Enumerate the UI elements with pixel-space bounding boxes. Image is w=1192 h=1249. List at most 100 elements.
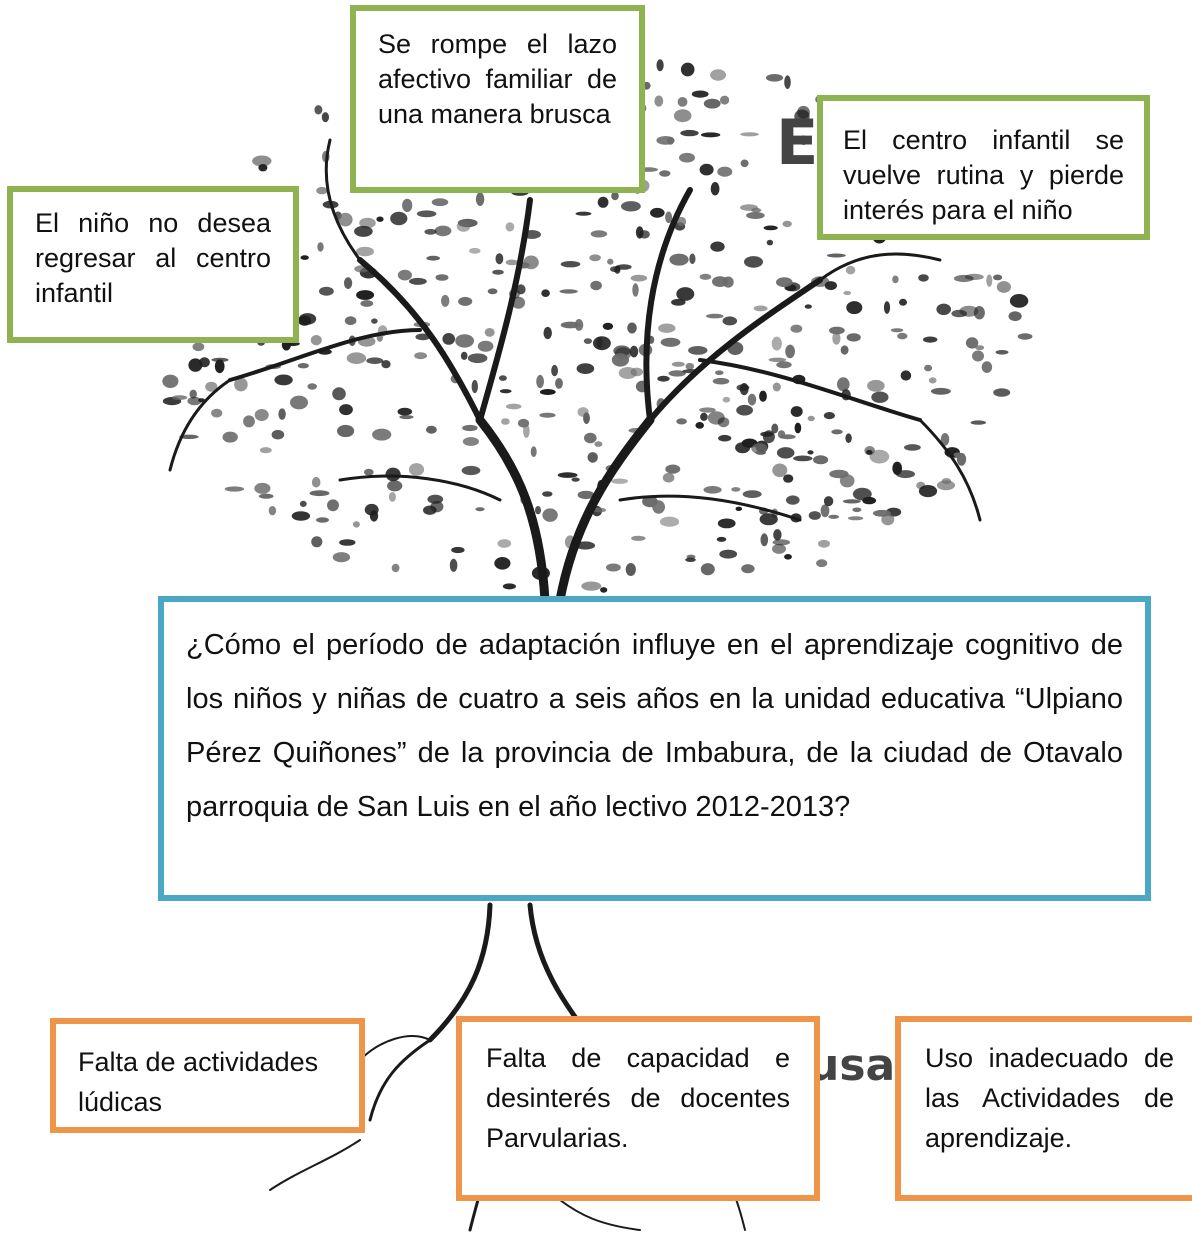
leaf-cluster: [575, 211, 592, 216]
leaf-cluster: [671, 298, 686, 306]
effect-text: El niño no desea regresar al centro infa…: [35, 208, 271, 308]
cause-box-left: Falta de actividades lúdicas: [50, 1018, 365, 1133]
leaf-cluster: [258, 493, 274, 499]
leaf-cluster: [211, 357, 229, 362]
leaf-cluster: [765, 74, 784, 82]
leaf-cluster: [773, 529, 782, 541]
cause-box-right: Uso inadecuado de las Actividades de apr…: [895, 1016, 1192, 1201]
leaf-cluster: [611, 191, 619, 201]
leaf-cluster: [779, 434, 796, 440]
leaf-cluster: [316, 517, 329, 523]
leaf-cluster: [162, 374, 179, 388]
leaf-cluster: [441, 294, 450, 307]
leaf-cluster: [996, 281, 1012, 293]
leaf-cluster: [940, 433, 950, 446]
leaf-cluster: [505, 259, 519, 266]
leaf-cluster: [862, 496, 877, 505]
leaf-cluster: [753, 305, 768, 312]
leaf-cluster: [771, 423, 779, 434]
leaf-cluster: [523, 424, 530, 438]
leaf-cluster: [710, 241, 725, 252]
leaf-cluster: [332, 552, 351, 563]
leaf-cluster: [951, 309, 967, 318]
leaf-cluster: [793, 455, 813, 462]
leaf-cluster: [471, 379, 478, 394]
leaf-cluster: [659, 516, 680, 527]
central-problem-box: ¿Cómo el período de adaptación influye e…: [158, 596, 1151, 901]
leaf-cluster: [435, 274, 449, 281]
leaf-cluster: [839, 474, 855, 488]
leaf-cluster: [332, 387, 346, 401]
leaf-cluster: [1009, 294, 1029, 308]
leaf-cluster: [311, 536, 323, 548]
leaf-cluster: [918, 274, 929, 282]
background-heading-word: usa: [808, 1040, 896, 1091]
leaf-cluster: [397, 407, 413, 416]
leaf-cluster: [338, 212, 353, 227]
leaf-cluster: [804, 304, 812, 309]
leaf-cluster: [736, 404, 753, 416]
leaf-cluster: [557, 472, 578, 478]
leaf-cluster: [751, 207, 762, 213]
leaf-cluster: [523, 255, 539, 270]
leaf-cluster: [390, 211, 408, 226]
leaf-cluster: [539, 412, 556, 418]
leaf-cluster: [300, 255, 309, 260]
leaf-cluster: [536, 374, 544, 389]
leaf-cluster: [671, 361, 685, 367]
cause-text: Uso inadecuado de las Actividades de apr…: [925, 1043, 1174, 1153]
leaf-cluster: [722, 276, 734, 288]
leaf-cluster: [871, 391, 889, 403]
leaf-cluster: [584, 432, 597, 444]
leaf-cluster: [890, 328, 904, 333]
leaf-cluster: [760, 431, 774, 437]
leaf-cluster: [602, 322, 614, 330]
leaf-cluster: [455, 334, 474, 348]
leaf-cluster: [321, 112, 329, 123]
leaf-cluster: [700, 563, 715, 576]
leaf-cluster: [291, 511, 311, 521]
leaf-cluster: [741, 564, 755, 574]
leaf-cluster: [372, 428, 392, 441]
leaf-cluster: [316, 186, 328, 195]
leaf-cluster: [638, 230, 650, 239]
leaf-cluster: [188, 358, 203, 372]
leaf-cluster: [492, 269, 504, 275]
leaf-cluster: [845, 433, 852, 444]
tree-branches: [168, 138, 982, 605]
leaf-cluster: [717, 166, 733, 177]
leaf-cluster: [252, 155, 272, 167]
leaf-cluster: [717, 518, 736, 529]
leaf-cluster: [918, 485, 938, 498]
leaf-cluster: [278, 408, 286, 420]
leaf-cluster: [673, 109, 692, 123]
leaf-cluster: [502, 583, 516, 590]
leaf-cluster: [798, 135, 809, 145]
leaf-cluster: [975, 345, 985, 351]
leaf-cluster: [414, 352, 427, 360]
leaf-cluster: [475, 192, 485, 207]
leaf-cluster: [828, 514, 840, 519]
leaf-cluster: [381, 360, 391, 369]
leaf-cluster: [462, 437, 479, 446]
leaf-cluster: [467, 353, 488, 364]
effect-text: Se rompe el lazo afectivo familiar de un…: [378, 29, 617, 129]
leaf-cluster: [897, 332, 908, 340]
leaf-cluster: [924, 364, 933, 372]
leaf-cluster: [722, 316, 738, 326]
leaf-cluster: [703, 98, 721, 109]
leaf-cluster: [460, 351, 468, 360]
leaf-cluster: [747, 393, 757, 406]
leaf-cluster: [600, 587, 608, 593]
leaf-cluster: [397, 269, 412, 281]
effect-text: El centro infantil se vuelve rutina y pi…: [843, 125, 1124, 225]
leaf-cluster: [846, 333, 861, 342]
leaf-cluster: [517, 418, 530, 428]
leaf-cluster: [846, 301, 863, 315]
leaf-cluster: [571, 477, 580, 482]
leaf-cluster: [676, 216, 687, 227]
leaf-cluster: [542, 491, 553, 497]
leaf-cluster: [254, 482, 271, 494]
leaf-cluster: [192, 342, 205, 352]
leaf-cluster: [434, 225, 452, 237]
